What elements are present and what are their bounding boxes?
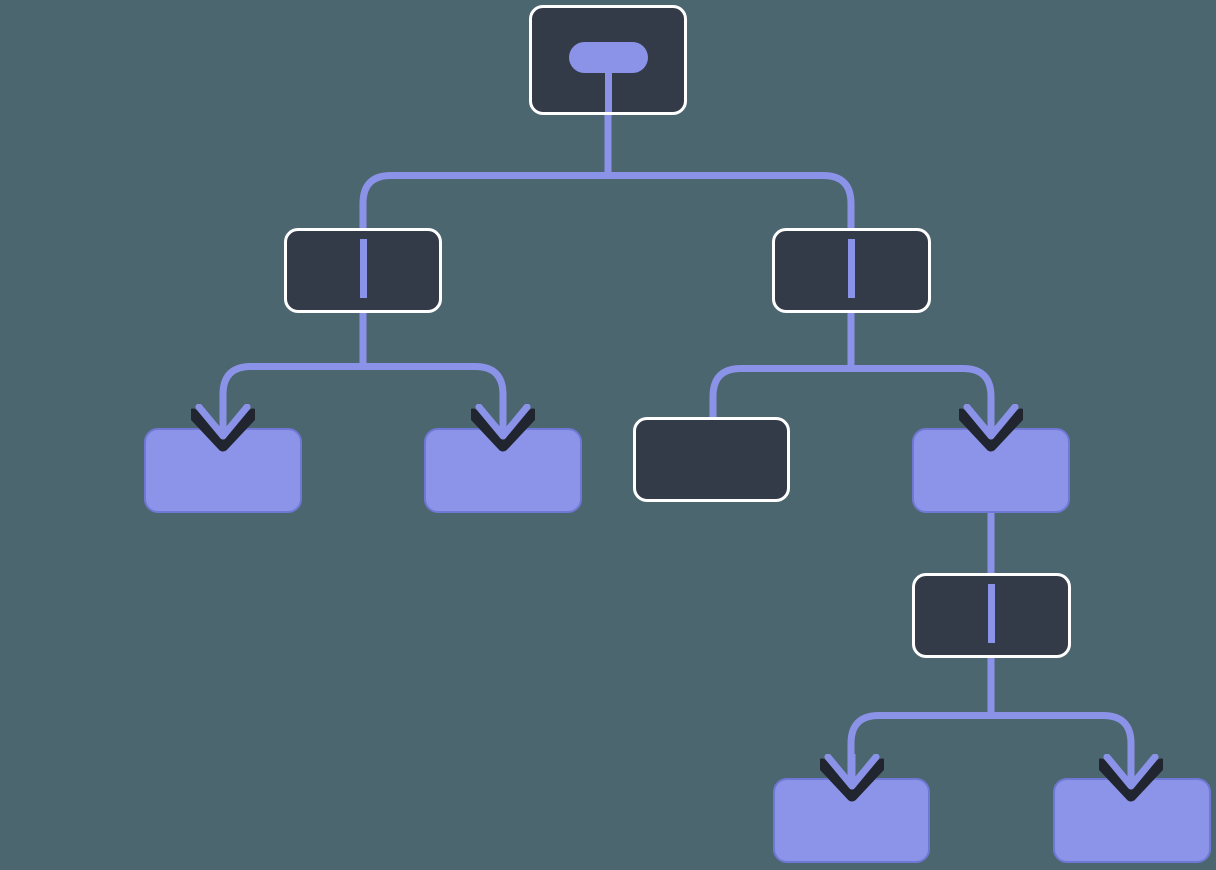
arrow-head-chevron bbox=[475, 404, 531, 440]
arrow-down-icon bbox=[191, 404, 255, 452]
arrow-down-icon bbox=[820, 754, 884, 802]
arrow-head-chevron bbox=[824, 754, 880, 790]
pass-through-line bbox=[359, 239, 367, 298]
composite-node-mid[interactable] bbox=[912, 573, 1071, 658]
composite-node-right[interactable] bbox=[772, 228, 931, 313]
arrow-shadow-chevron bbox=[1099, 758, 1163, 802]
arrow-shadow-chevron bbox=[191, 408, 255, 452]
connector-path bbox=[608, 172, 855, 370]
connector-path bbox=[359, 172, 608, 370]
pass-through-line bbox=[988, 584, 995, 643]
arrow-head-chevron bbox=[1103, 754, 1159, 790]
root-pill-icon bbox=[568, 42, 648, 73]
arrow-down-icon bbox=[471, 404, 535, 452]
arrow-down-icon bbox=[959, 404, 1023, 452]
connector-path bbox=[709, 365, 851, 421]
root-stub-line bbox=[604, 63, 612, 112]
task-node[interactable] bbox=[633, 417, 790, 502]
connector-path bbox=[363, 363, 507, 438]
composite-node-left[interactable] bbox=[284, 228, 442, 313]
arrow-head-chevron bbox=[963, 404, 1019, 440]
connector-path bbox=[851, 365, 995, 438]
arrow-shadow-chevron bbox=[471, 408, 535, 452]
arrow-head-chevron bbox=[195, 404, 251, 440]
connector-path bbox=[219, 363, 363, 438]
connector-path bbox=[991, 712, 1135, 786]
arrow-shadow-chevron bbox=[820, 758, 884, 802]
root-node[interactable] bbox=[529, 5, 687, 115]
arrow-shadow-chevron bbox=[959, 408, 1023, 452]
arrow-down-icon bbox=[1099, 754, 1163, 802]
pass-through-line bbox=[848, 239, 855, 298]
connector-path bbox=[847, 712, 991, 786]
